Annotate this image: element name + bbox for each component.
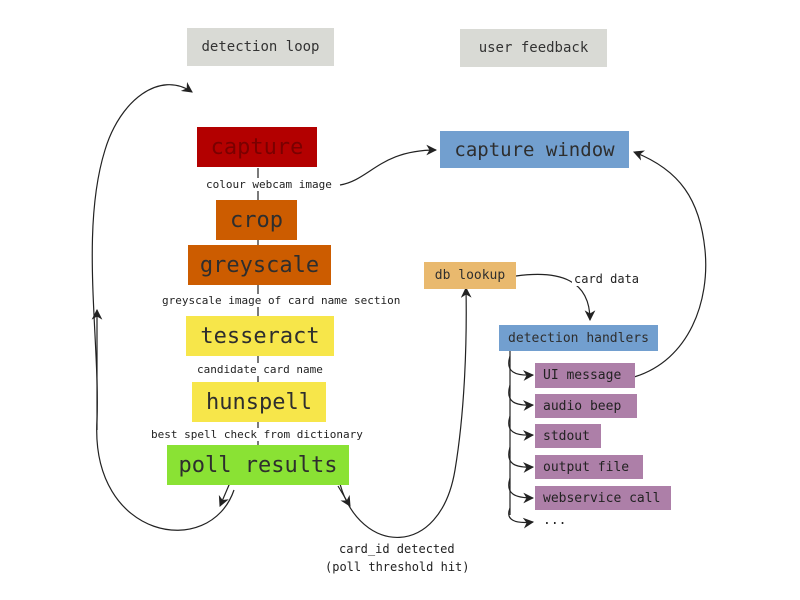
poll-results-node-label: poll results [178, 452, 338, 478]
candidate-card-name-label: candidate card name [195, 363, 325, 376]
capture-node: capture [197, 127, 317, 167]
greyscale-node: greyscale [188, 245, 331, 285]
db-lookup-node-label: db lookup [434, 268, 506, 283]
ui-to-window-arrow [632, 150, 707, 378]
hunspell-node-label: hunspell [206, 389, 312, 415]
user-feedback-header-text: user feedback [478, 40, 589, 56]
best-spell-check-label: best spell check from dictionary [149, 428, 365, 441]
loop-arrow [91, 82, 235, 531]
handler-output-file-label: output file [543, 459, 630, 475]
detection-loop-header-text: detection loop [201, 39, 320, 55]
handler-ui-message: UI message [535, 363, 635, 388]
poll-threshold-hit-label: (poll threshold hit) [325, 560, 470, 574]
db-lookup-node: db lookup [424, 262, 516, 289]
poll-results-node: poll results [167, 445, 349, 485]
card-id-detected-label: card_id detected [339, 542, 455, 556]
tesseract-node: tesseract [186, 316, 334, 356]
user-feedback-header: user feedback [460, 29, 607, 67]
handler-ellipsis: ... [543, 513, 567, 528]
capture-window-node-label: capture window [454, 138, 615, 161]
handler-stdout-label: stdout [543, 428, 590, 444]
detection-handlers-node-label: detection handlers [508, 330, 649, 346]
greyscale-node-label: greyscale [199, 252, 320, 278]
poll-right-arrow [337, 485, 351, 507]
handler-ui-message-label: UI message [543, 368, 622, 383]
greyscale-image-label: greyscale image of card name section [160, 294, 403, 307]
detection-loop-header: detection loop [187, 28, 334, 66]
handler-audio-beep-label: audio beep [543, 398, 622, 414]
handler-stdout: stdout [535, 424, 601, 448]
crop-node-label: crop [230, 207, 283, 233]
db-to-handlers-arrow [515, 273, 596, 322]
handler-output-file: output file [535, 455, 643, 479]
capture-node-label: capture [210, 134, 304, 160]
handler-webservice-call-label: webservice call [543, 490, 661, 506]
crop-node: crop [216, 200, 297, 240]
handler-audio-beep: audio beep [535, 394, 637, 418]
capture-window-node: capture window [440, 131, 629, 168]
hunspell-node: hunspell [192, 382, 326, 422]
capture-to-window-arrow [339, 144, 438, 186]
colour-webcam-image-label: colour webcam image [204, 178, 334, 191]
detection-handlers-node: detection handlers [499, 325, 658, 351]
handler-webservice-call: webservice call [535, 486, 671, 510]
card-detected-arrow [339, 286, 472, 538]
card-data-label: card data [572, 272, 642, 286]
tesseract-node-label: tesseract [200, 323, 320, 349]
